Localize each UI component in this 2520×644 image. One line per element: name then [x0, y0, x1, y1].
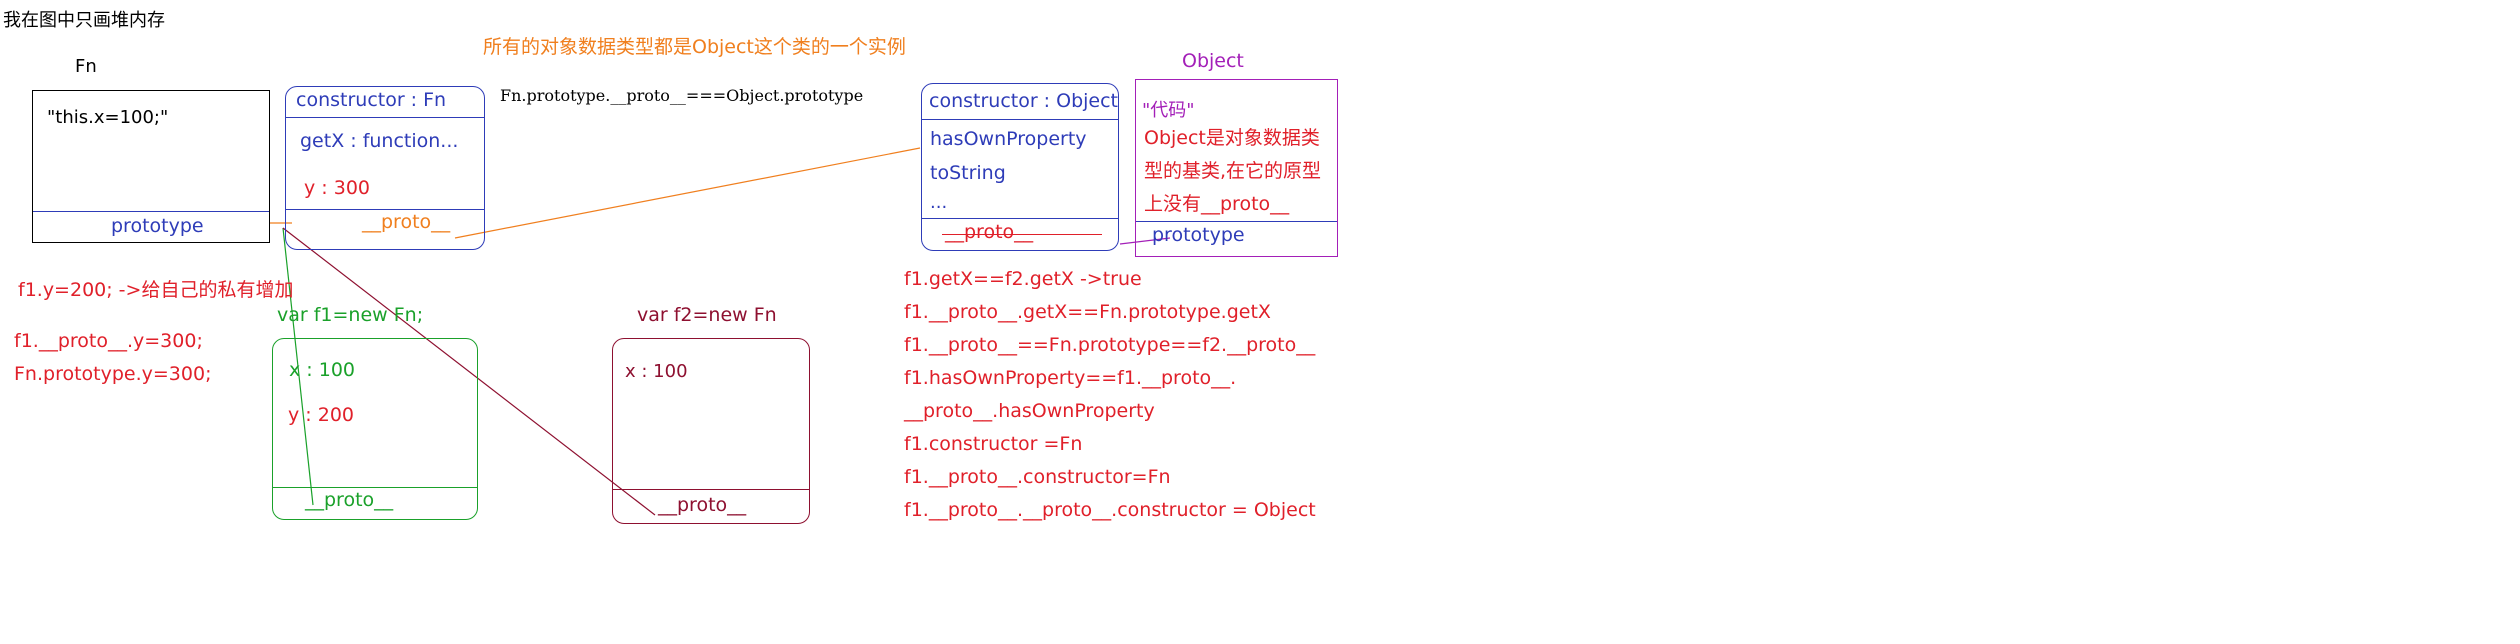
fn-prototype-getx: getX : function... — [300, 130, 459, 152]
f1-proto-to-fn-prototype-link — [282, 227, 314, 506]
f2-proto-to-fn-prototype-link — [282, 227, 656, 516]
f1-proto: __proto__ — [305, 489, 394, 511]
fn-prototype-box: constructor : Fn getX : function... y : … — [285, 86, 485, 250]
note-f1-proto-y: f1.__proto__.y=300; — [14, 330, 203, 352]
fn-chain-label: Fn.prototype.__proto__===Object.prototyp… — [500, 86, 864, 105]
fn-box-title: Fn — [75, 56, 97, 77]
note-line-6: f1.constructor =Fn — [904, 433, 1083, 455]
note-line-4: f1.hasOwnProperty==f1.__proto__. — [904, 367, 1237, 389]
fn-prototype-constructor: constructor : Fn — [296, 89, 447, 111]
fn-prototype-proto: __proto__ — [362, 211, 451, 233]
f2-proto-divider — [613, 489, 809, 490]
object-prototype-proto-divider — [922, 218, 1118, 219]
object-prototype-constructor: constructor : Object — [929, 90, 1119, 112]
object-box: "代码" Object是对象数据类 型的基类,在它的原型 上没有__proto_… — [1135, 79, 1338, 257]
object-desc-line-3: 上没有__proto__ — [1144, 193, 1290, 215]
top-note: 所有的对象数据类型都是Object这个类的一个实例 — [483, 36, 906, 58]
object-prototype-divider — [1136, 221, 1337, 222]
object-prototype-proto-strike — [942, 234, 1102, 235]
fn-prototype-proto-divider — [286, 209, 484, 210]
object-prototype-box: constructor : Object hasOwnProperty toSt… — [921, 83, 1119, 251]
note-line-3: f1.__proto__==Fn.prototype==f2.__proto__ — [904, 334, 1316, 356]
fn-box: "this.x=100;" prototype — [32, 90, 270, 243]
note-line-2: f1.__proto__.getX==Fn.prototype.getX — [904, 301, 1271, 323]
object-prototype-header-divider — [922, 119, 1118, 120]
f1-proto-divider — [273, 487, 477, 488]
object-prototype-backlink — [1119, 237, 1171, 245]
note-line-8: f1.__proto__.__proto__.constructor = Obj… — [904, 499, 1316, 521]
f2-box: x : 100 __proto__ — [612, 338, 810, 524]
object-desc-line-2: 型的基类,在它的原型 — [1144, 160, 1322, 182]
f2-title: var f2=new Fn — [637, 304, 777, 326]
fn-code: "this.x=100;" — [47, 107, 169, 128]
object-prototype-ellipsis: ... — [930, 192, 948, 213]
f1-y: y : 200 — [288, 404, 354, 426]
object-code: "代码" — [1142, 100, 1195, 121]
f1-box: x : 100 y : 200 __proto__ — [272, 338, 478, 520]
object-prototype-tostring: toString — [930, 162, 1006, 184]
note-fn-prototype-y: Fn.prototype.y=300; — [14, 363, 212, 385]
object-prototype-hasownproperty: hasOwnProperty — [930, 128, 1087, 150]
object-box-title: Object — [1182, 50, 1244, 72]
object-desc-line-1: Object是对象数据类 — [1144, 127, 1320, 149]
object-prototype-proto: __proto__ — [945, 221, 1034, 243]
note-f1-y: f1.y=200; ->给自己的私有增加 — [18, 279, 294, 301]
fn-prototype-header-divider — [286, 117, 484, 118]
fn-prototype-label: prototype — [111, 215, 204, 237]
note-line-7: f1.__proto__.constructor=Fn — [904, 466, 1171, 488]
f1-x: x : 100 — [289, 359, 355, 381]
f2-x: x : 100 — [625, 361, 688, 382]
fn-prototype-divider — [33, 211, 269, 212]
note-line-1: f1.getX==f2.getX ->true — [904, 268, 1142, 290]
fn-proto-to-object-prototype-link — [454, 147, 921, 239]
note-line-5: __proto__.hasOwnProperty — [904, 400, 1155, 422]
fn-prototype-y: y : 300 — [304, 177, 370, 199]
f2-proto: __proto__ — [658, 494, 747, 516]
heading: 我在图中只画堆内存 — [3, 10, 165, 31]
object-prototype-label: prototype — [1152, 224, 1245, 246]
f1-title: var f1=new Fn; — [277, 304, 424, 326]
